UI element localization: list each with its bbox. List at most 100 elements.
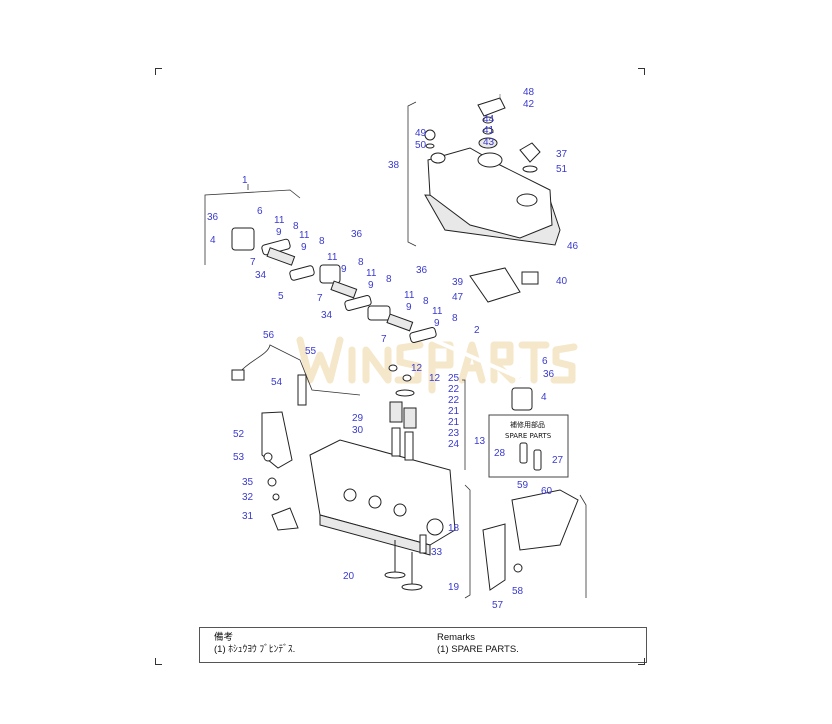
callout-33: 33 [431,547,443,558]
crop-mark [155,658,162,665]
callout-6: 6 [257,206,263,217]
callout-11: 11 [274,215,285,226]
callout-9: 9 [276,227,282,238]
callout-55: 55 [305,346,317,357]
callout-8: 8 [452,313,458,324]
callout-5: 5 [278,291,284,302]
callout-11: 11 [327,252,338,263]
callout-54: 54 [271,377,283,388]
small-brackets [267,477,299,531]
callout-8: 8 [319,236,325,247]
callout-53: 53 [233,452,245,463]
valves [384,534,427,591]
breather-plate [469,267,539,303]
callout-9: 9 [434,318,440,329]
callout-7: 7 [381,334,387,345]
callout-40: 40 [556,276,568,287]
callout-39: 39 [452,277,464,288]
callout-36: 36 [351,229,363,240]
callout-11: 11 [404,290,415,301]
callout-27: 27 [552,455,564,466]
callout-60: 60 [541,486,553,497]
callout-6: 6 [542,356,548,367]
callout-12: 12 [429,373,441,384]
callout-50: 50 [415,140,427,151]
callout-36: 36 [543,369,555,380]
crop-mark [155,68,162,75]
callout-8: 8 [358,257,364,268]
cylinder-head [309,439,456,556]
callout-32: 32 [242,492,254,503]
callout-48: 48 [523,87,535,98]
callout-51: 51 [556,164,568,175]
callout-19: 19 [448,582,460,593]
callout-49: 49 [415,128,427,139]
callout-11: 11 [432,306,443,317]
callout-22: 22 [448,395,460,406]
spare-parts-title-jp: 補修用部品 [510,420,545,429]
callout-9: 9 [301,242,307,253]
remarks-heading-jp: 備考 [214,632,234,643]
crop-mark [638,658,645,665]
callout-8: 8 [386,274,392,285]
callout-18: 18 [448,523,460,534]
callout-35: 35 [242,477,254,488]
mount-brackets [464,484,587,599]
callout-28: 28 [494,448,506,459]
watermark-logo [296,336,578,394]
remarks-note-jp: (1) ﾎｼｭｳﾖｳ ﾌﾞﾋﾝﾃﾞｽ. [214,644,296,655]
callout-38: 38 [388,160,400,171]
callout-12: 12 [411,363,423,374]
callout-37: 37 [556,149,568,160]
callout-29: 29 [352,413,364,424]
callout-1: 1 [242,175,248,186]
callout-31: 31 [242,511,254,522]
callout-9: 9 [406,302,412,313]
crop-mark [638,68,645,75]
callout-4: 4 [541,392,547,403]
callout-24: 24 [448,439,460,450]
valve-springs [388,364,466,470]
callout-8: 8 [293,221,299,232]
callout-22: 22 [448,384,460,395]
remarks-heading-en: Remarks [437,632,476,643]
callout-25: 25 [448,373,460,384]
callout-7: 7 [317,293,323,304]
callout-2: 2 [474,325,480,336]
callout-58: 58 [512,586,524,597]
callout-23: 23 [448,428,460,439]
callout-7: 7 [250,257,256,268]
callout-11: 11 [299,230,310,241]
callout-13: 13 [474,436,486,447]
spare-parts-title-en: SPARE PARTS [505,432,552,440]
callout-52: 52 [233,429,245,440]
callout-46: 46 [567,241,579,252]
callout-41: 41 [483,125,495,136]
callout-21: 21 [448,406,460,417]
callout-56: 56 [263,330,275,341]
callout-42: 42 [523,99,535,110]
callout-34: 34 [321,310,333,321]
callout-43: 43 [483,137,495,148]
callout-47: 47 [452,292,464,303]
callout-20: 20 [343,571,355,582]
rocker-arms [231,227,533,411]
spare-parts-box: 補修用部品 SPARE PARTS [488,414,569,478]
remarks-box: 備考 (1) ﾎｼｭｳﾖｳ ﾌﾞﾋﾝﾃﾞｽ. Remarks (1) SPARE… [199,627,647,663]
lifting-bracket [261,411,293,469]
callout-59: 59 [517,480,529,491]
callout-9: 9 [368,280,374,291]
callout-4: 4 [210,235,216,246]
remarks-note-en: (1) SPARE PARTS. [437,644,519,655]
rocker-assembly-bracket [204,184,301,265]
callout-36: 36 [416,265,428,276]
callout-11: 11 [366,268,377,279]
valve-cover [407,94,561,247]
callout-34: 34 [255,270,267,281]
callout-21: 21 [448,417,460,428]
callout-36: 36 [207,212,219,223]
callout-9: 9 [341,264,347,275]
callout-8: 8 [423,296,429,307]
